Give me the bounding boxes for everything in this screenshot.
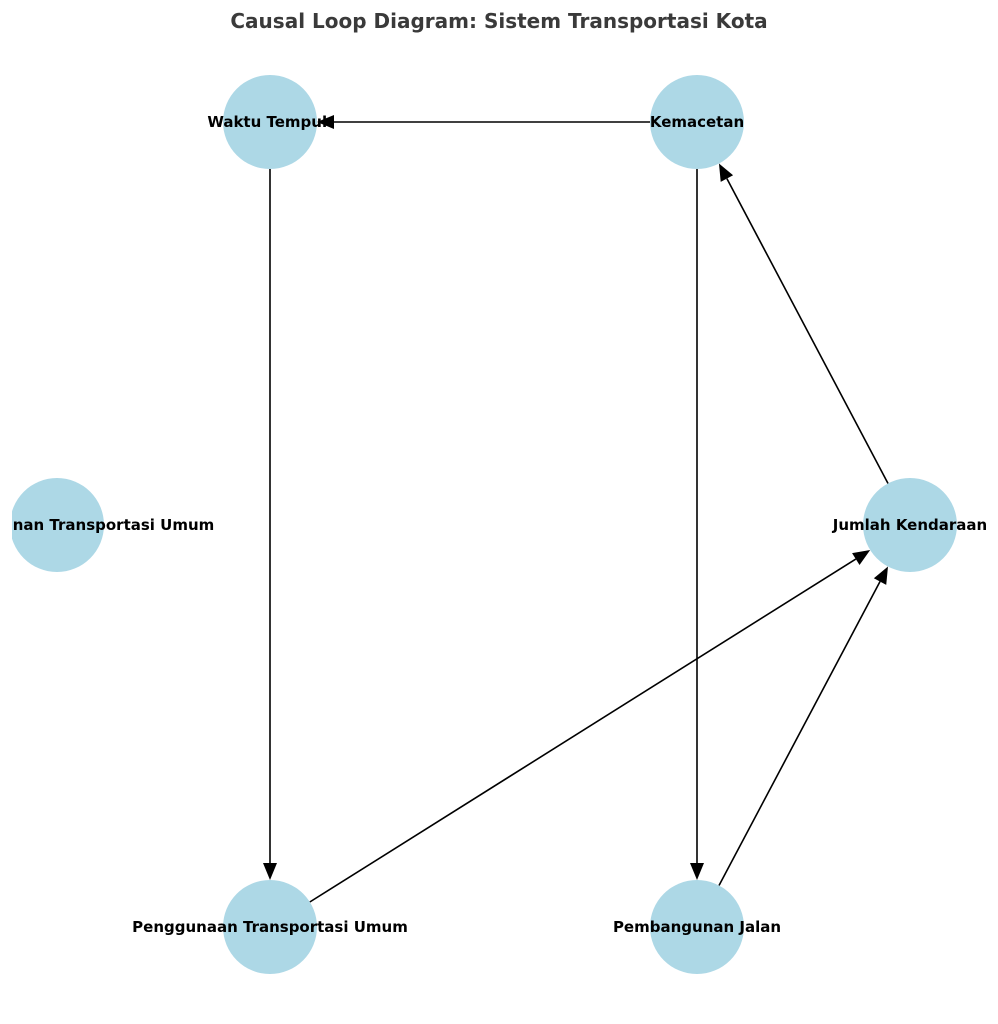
edge-kemacetan-to-waktu-tempuh-arrowhead bbox=[317, 115, 334, 129]
node-label-pembangunan: Pembangunan Jalan bbox=[613, 918, 781, 936]
edge-waktu-tempuh-to-penggunaan-arrowhead bbox=[263, 863, 277, 880]
node-label-waktu-tempuh: Waktu Tempuh bbox=[207, 113, 332, 131]
node-kualitas bbox=[12, 478, 104, 572]
arrowheads-layer bbox=[263, 115, 888, 880]
diagram-title: Causal Loop Diagram: Sistem Transportasi… bbox=[230, 9, 767, 33]
node-label-kualitas: Kualitas Layanan Transportasi Umum bbox=[0, 516, 214, 534]
edge-penggunaan-to-jumlah-kendaraan-arrowhead bbox=[852, 549, 871, 565]
labels-layer: Waktu Tempuh KemacetanKualitas Layanan Tr… bbox=[0, 113, 987, 936]
node-pembangunan bbox=[650, 880, 744, 974]
node-kemacetan bbox=[650, 75, 744, 169]
edges-layer bbox=[269, 121, 889, 903]
node-penggunaan bbox=[223, 880, 317, 974]
edge-kemacetan-to-pembangunan-arrowhead bbox=[690, 863, 704, 880]
node-label-kemacetan: Kemacetan bbox=[650, 113, 744, 131]
edge-pembangunan-to-jumlah-kendaraan bbox=[718, 581, 881, 886]
node-waktu-tempuh bbox=[223, 75, 317, 169]
edge-pembangunan-to-jumlah-kendaraan-arrowhead bbox=[873, 566, 888, 585]
edge-jumlah-kendaraan-to-kemacetan-arrowhead bbox=[718, 163, 734, 182]
plot-area: Waktu Tempuh KemacetanKualitas Layanan Tr… bbox=[0, 75, 987, 974]
edge-jumlah-kendaraan-to-kemacetan bbox=[726, 178, 889, 484]
node-label-penggunaan: Penggunaan Transportasi Umum bbox=[132, 918, 408, 936]
edge-penggunaan-to-jumlah-kendaraan bbox=[309, 558, 857, 903]
node-jumlah-kendaraan bbox=[863, 478, 957, 572]
node-label-jumlah-kendaraan: Jumlah Kendaraan bbox=[832, 516, 987, 534]
nodes-layer bbox=[12, 75, 957, 974]
